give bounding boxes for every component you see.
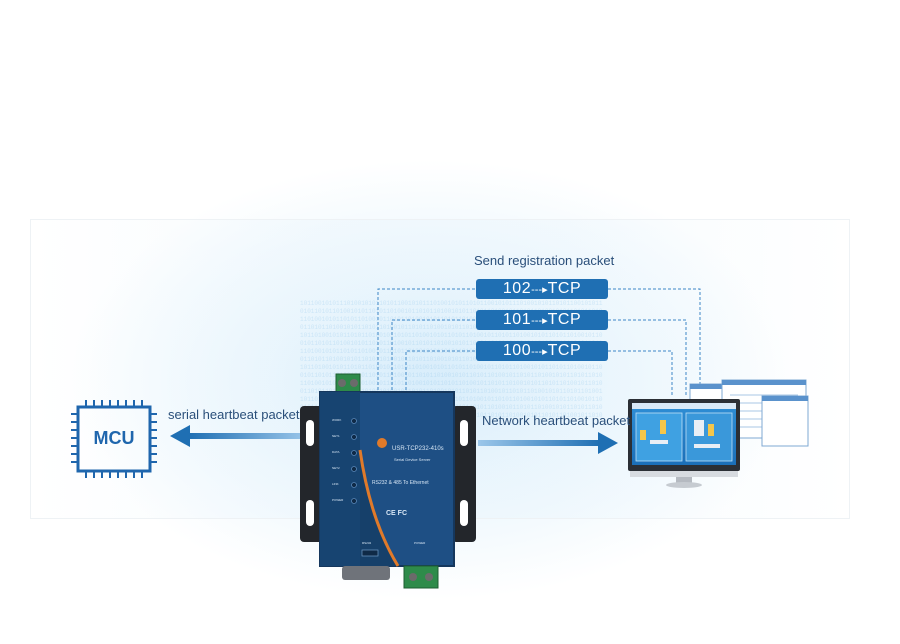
- serial-device-server-icon: [300, 373, 476, 589]
- device-cert: CE FC: [386, 510, 407, 517]
- led-label: NET2: [332, 466, 340, 470]
- power-label: POWER: [414, 541, 426, 545]
- registration-label: Send registration packet: [474, 253, 615, 268]
- packet-pill-101: 101---▸TCP: [476, 310, 608, 330]
- packet-pill-102: 102---▸TCP: [476, 279, 608, 299]
- mcu-chip-icon: [71, 400, 157, 478]
- network-heartbeat-arrow: [478, 432, 618, 454]
- mcu-label: MCU: [93, 428, 135, 448]
- packet-number: 100: [502, 342, 532, 359]
- packet-pill-100: 100---▸TCP: [476, 341, 608, 361]
- led-label: NET1: [332, 434, 340, 438]
- packet-number: 102: [502, 280, 532, 297]
- led-label: DATA: [332, 450, 340, 454]
- serial-heartbeat-arrow: [170, 425, 308, 447]
- dashed-arrow-icon: ---▸: [531, 284, 548, 296]
- led-label: POWER: [332, 498, 344, 502]
- network-heartbeat-label: Network heartbeat packet: [482, 413, 631, 428]
- dashed-arrow-icon: ---▸: [531, 346, 548, 358]
- monitor-icon: [628, 379, 809, 488]
- packet-number: 101: [502, 311, 532, 328]
- dashed-routes: [377, 288, 701, 395]
- led-label: WORK: [332, 418, 342, 422]
- dashed-arrow-icon: ---▸: [531, 315, 548, 327]
- packet-protocol: TCP: [547, 280, 582, 297]
- packet-protocol: TCP: [547, 311, 582, 328]
- packet-protocol: TCP: [547, 342, 582, 359]
- led-label: LINK: [332, 482, 339, 486]
- device-model: USR-TCP232-410s: [392, 446, 444, 452]
- serial-heartbeat-label: serial heartbeat packet: [168, 407, 300, 422]
- device-subtitle: Serial Device Server: [394, 457, 431, 462]
- port-label: RS232: [362, 541, 372, 545]
- device-tagline: RS232 & 485 To Ethernet: [372, 480, 429, 486]
